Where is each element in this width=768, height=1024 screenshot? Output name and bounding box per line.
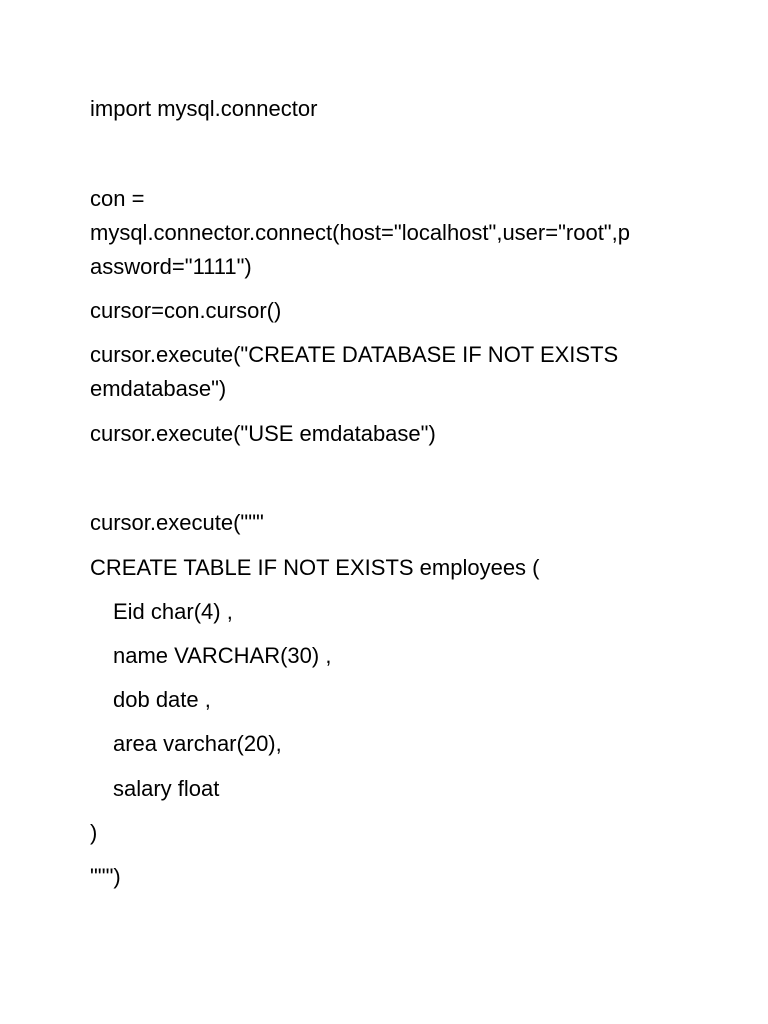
code-line: con = <box>90 186 145 211</box>
code-line: salary float <box>113 776 220 801</box>
code-line: cursor.execute("CREATE DATABASE IF NOT E… <box>90 342 619 367</box>
code-line: cursor.execute("USE emdatabase") <box>90 421 436 446</box>
code-line: emdatabase") <box>90 376 227 401</box>
code-line: ) <box>90 820 98 845</box>
code-line: cursor.execute(""" <box>90 510 264 535</box>
code-line: cursor=con.cursor() <box>90 298 282 323</box>
code-line: name VARCHAR(30) , <box>113 643 332 668</box>
code-line: """) <box>90 864 121 889</box>
code-line: Eid char(4) , <box>113 599 233 624</box>
code-line: import mysql.connector <box>90 96 318 121</box>
code-line: CREATE TABLE IF NOT EXISTS employees ( <box>90 555 540 580</box>
code-line: assword="1111") <box>90 254 252 279</box>
code-line: area varchar(20), <box>113 731 282 756</box>
code-line: mysql.connector.connect(host="localhost"… <box>90 220 630 245</box>
code-line: dob date , <box>113 687 211 712</box>
